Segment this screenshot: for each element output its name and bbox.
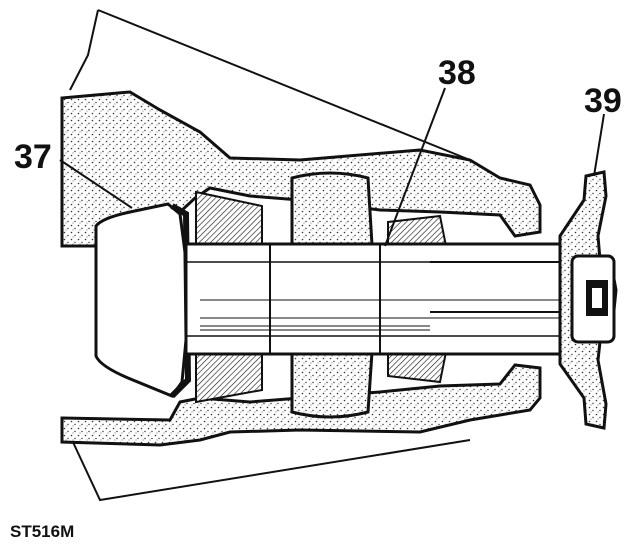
figure-code: ST516M	[10, 522, 75, 541]
hub-center-boss	[290, 171, 374, 419]
callout-39: 39	[584, 82, 622, 120]
drive-flange-39	[558, 170, 618, 430]
callout-37: 37	[14, 138, 52, 176]
leader-lines	[59, 87, 605, 247]
leader-39	[593, 113, 605, 177]
axle-shaft	[184, 242, 568, 356]
section-outline-lines	[69, 9, 471, 502]
leader-38	[384, 87, 446, 247]
callout-38: 38	[438, 54, 476, 92]
inner-bearing	[195, 190, 263, 404]
leader-37	[59, 159, 133, 209]
seal-component-37	[94, 202, 192, 399]
